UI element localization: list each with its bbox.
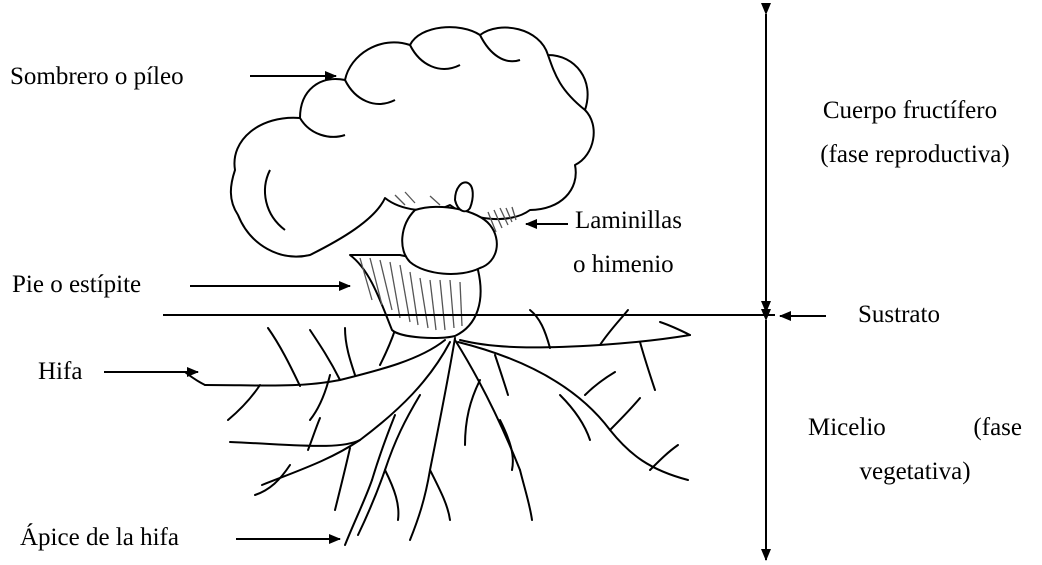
label-cuerpo-1: Cuerpo fructífero [790,96,1030,126]
label-hifa: Hifa [38,357,82,387]
label-cuerpo-2: (fase reproductiva) [790,140,1040,170]
mycelium-hyphae [185,310,690,545]
label-sustrato: Sustrato [858,300,940,330]
label-apice: Ápice de la hifa [20,523,179,553]
label-laminillas-2: o himenio [573,250,674,280]
label-pie: Pie o estípite [12,270,141,300]
label-micelio-1: Micelio (fase [808,413,1022,443]
label-laminillas-1: Laminillas [575,206,682,236]
label-micelio-word: Micelio [808,413,886,443]
label-micelio-2: vegetativa) [808,457,1022,487]
label-sombrero: Sombrero o píleo [10,62,184,92]
label-micelio-fase: (fase [973,413,1022,443]
